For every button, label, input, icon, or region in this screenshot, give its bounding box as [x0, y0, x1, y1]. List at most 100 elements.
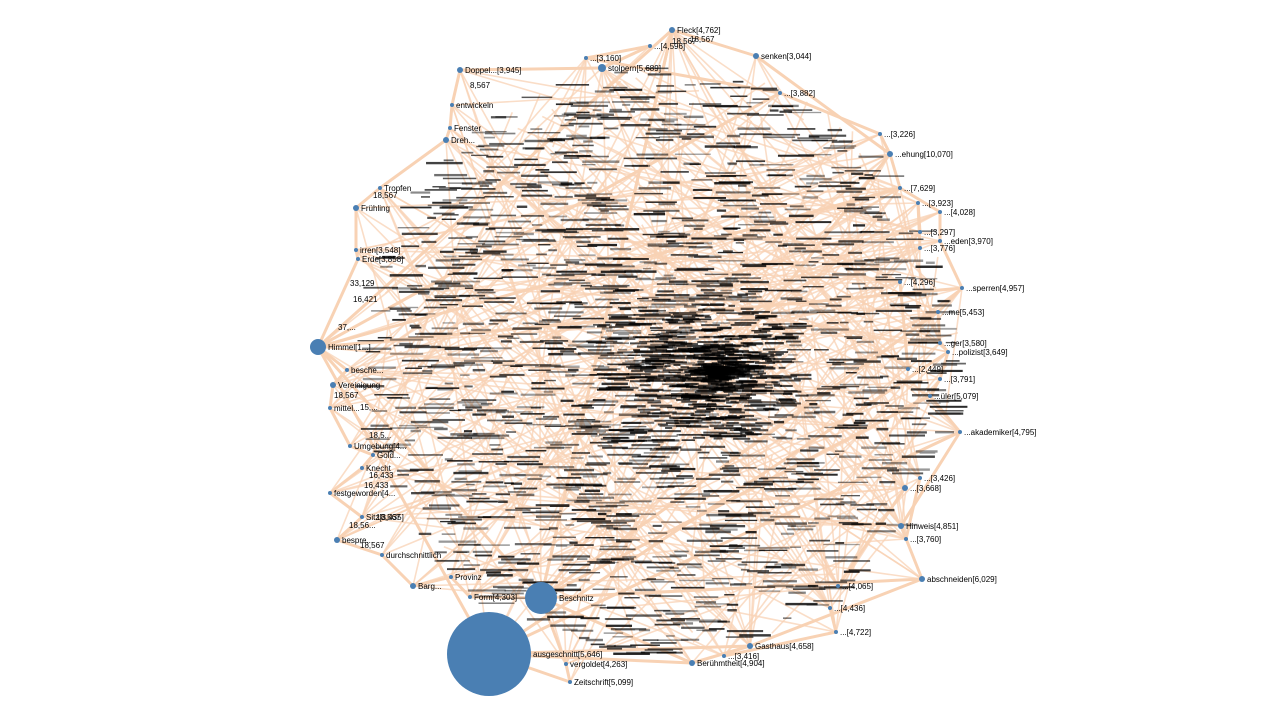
- overlapping-label-texture: [718, 432, 743, 435]
- overlapping-label-texture: [530, 407, 541, 409]
- graph-node[interactable]: [898, 186, 902, 190]
- graph-node[interactable]: [918, 246, 922, 250]
- overlapping-label-texture: [762, 580, 797, 583]
- overlapping-label-texture: [893, 259, 924, 262]
- graph-node[interactable]: [568, 680, 572, 684]
- overlapping-label-texture: [572, 144, 594, 147]
- graph-node[interactable]: [898, 523, 904, 529]
- graph-node[interactable]: [916, 201, 920, 205]
- graph-node[interactable]: [328, 406, 332, 410]
- overlapping-label-texture: [461, 399, 497, 402]
- overlapping-label-texture: [606, 514, 640, 518]
- graph-node[interactable]: [330, 382, 336, 388]
- graph-node[interactable]: [371, 453, 375, 457]
- graph-node[interactable]: [356, 257, 360, 261]
- overlapping-label-texture: [614, 289, 639, 292]
- graph-node[interactable]: [380, 553, 384, 557]
- overlapping-label-texture: [478, 180, 497, 183]
- graph-node[interactable]: [669, 27, 675, 33]
- overlapping-label-texture: [706, 404, 717, 407]
- graph-node[interactable]: [378, 186, 382, 190]
- overlapping-label-texture: [572, 374, 597, 376]
- overlapping-label-texture: [646, 566, 674, 569]
- overlapping-label-texture: [685, 421, 722, 424]
- graph-node[interactable]: [828, 606, 832, 610]
- graph-node[interactable]: [410, 583, 416, 589]
- graph-node[interactable]: [836, 584, 840, 588]
- graph-node[interactable]: [834, 630, 838, 634]
- graph-node[interactable]: [958, 430, 962, 434]
- graph-node[interactable]: [938, 341, 942, 345]
- overlapping-label-texture: [541, 230, 578, 233]
- graph-node[interactable]: [722, 654, 726, 658]
- graph-node[interactable]: [360, 515, 364, 519]
- graph-node[interactable]: [919, 576, 925, 582]
- graph-node[interactable]: [448, 126, 452, 130]
- graph-node[interactable]: [353, 205, 359, 211]
- graph-node[interactable]: [598, 64, 606, 72]
- graph-node[interactable]: [928, 394, 932, 398]
- graph-node[interactable]: [360, 466, 364, 470]
- graph-node[interactable]: [450, 103, 454, 107]
- graph-node[interactable]: [689, 660, 695, 666]
- overlapping-label-texture: [745, 292, 756, 295]
- overlapping-label-texture: [837, 150, 848, 152]
- graph-edge: [449, 575, 472, 599]
- graph-node[interactable]: [938, 377, 942, 381]
- graph-node[interactable]: [345, 368, 349, 372]
- graph-node[interactable]: [918, 476, 922, 480]
- graph-edge: [355, 186, 381, 210]
- graph-node[interactable]: [328, 491, 332, 495]
- graph-node[interactable]: [348, 444, 352, 448]
- node-label: Erde[3,858]: [362, 255, 403, 264]
- overlapping-label-texture: [676, 267, 715, 271]
- graph-node[interactable]: [753, 53, 759, 59]
- graph-node[interactable]: [447, 612, 531, 696]
- graph-node[interactable]: [443, 137, 449, 143]
- graph-node[interactable]: [938, 210, 942, 214]
- overlapping-label-texture: [438, 284, 473, 288]
- overlapping-label-texture: [842, 424, 859, 426]
- overlapping-label-texture: [888, 434, 926, 437]
- graph-edge: [509, 457, 906, 489]
- overlapping-label-texture: [897, 407, 920, 410]
- graph-node[interactable]: [468, 595, 472, 599]
- graph-node[interactable]: [564, 662, 568, 666]
- overlapping-label-texture: [458, 202, 491, 204]
- overlapping-label-texture: [696, 509, 707, 512]
- graph-node[interactable]: [354, 248, 358, 252]
- overlapping-label-texture: [690, 413, 719, 416]
- graph-node[interactable]: [938, 239, 942, 243]
- graph-node[interactable]: [904, 537, 908, 541]
- graph-node[interactable]: [310, 339, 326, 355]
- graph-node[interactable]: [960, 286, 964, 290]
- overlapping-label-texture: [760, 476, 789, 479]
- overlapping-label-texture: [603, 291, 615, 294]
- overlapping-label-texture: [450, 433, 478, 436]
- graph-node[interactable]: [936, 310, 940, 314]
- overlapping-label-texture: [602, 284, 630, 287]
- graph-node[interactable]: [918, 230, 922, 234]
- graph-node[interactable]: [525, 582, 557, 614]
- graph-node[interactable]: [887, 151, 893, 157]
- overlapping-label-texture: [453, 248, 478, 251]
- graph-node[interactable]: [449, 575, 453, 579]
- graph-node[interactable]: [334, 537, 340, 543]
- graph-node[interactable]: [906, 367, 910, 371]
- overlapping-label-texture: [554, 365, 580, 368]
- graph-node[interactable]: [584, 56, 588, 60]
- graph-node[interactable]: [902, 485, 908, 491]
- overlapping-label-texture: [650, 348, 657, 351]
- overlapping-label-texture: [600, 545, 628, 548]
- graph-node[interactable]: [778, 91, 782, 95]
- graph-node[interactable]: [946, 350, 950, 354]
- overlapping-label-texture: [468, 589, 506, 592]
- overlapping-label-texture: [670, 254, 698, 256]
- graph-node[interactable]: [457, 67, 463, 73]
- overlapping-label-texture: [687, 378, 697, 381]
- graph-node[interactable]: [878, 132, 882, 136]
- graph-node[interactable]: [747, 643, 753, 649]
- graph-node[interactable]: [648, 44, 652, 48]
- graph-node[interactable]: [898, 280, 902, 284]
- overlapping-label-texture: [453, 550, 470, 553]
